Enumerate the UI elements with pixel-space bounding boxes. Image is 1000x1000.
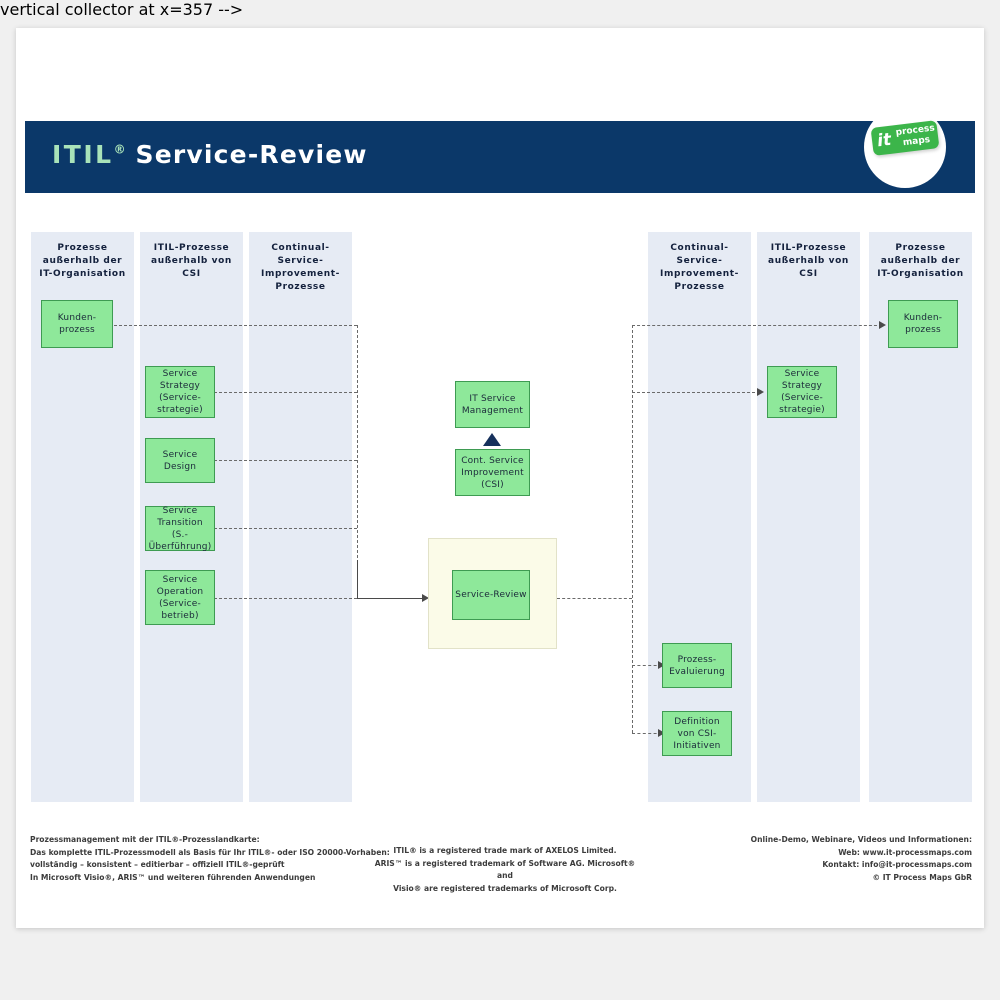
box-definition-csi-initiativen[interactable]: Definition von CSI-Initiativen bbox=[662, 711, 732, 756]
connector-kundenprozess-to-collector bbox=[114, 325, 357, 326]
swimlane-right-csi: Continual-Service-Improvement-Prozesse bbox=[648, 232, 751, 802]
footer-mid-line2: ARIS™ is a registered trademark of Softw… bbox=[374, 858, 636, 881]
footer-right: Online-Demo, Webinare, Videos und Inform… bbox=[700, 834, 972, 884]
footer-mid-line3: Visio® are registered trademarks of Micr… bbox=[393, 883, 617, 893]
arrowhead-definition-csi bbox=[658, 729, 665, 737]
box-cont-service-improvement[interactable]: Cont. Service Improvement (CSI) bbox=[455, 449, 530, 496]
logo-it-text: it bbox=[875, 129, 893, 152]
box-kundenprozess-left[interactable]: Kunden-prozess bbox=[41, 300, 113, 348]
registered-mark-icon: ® bbox=[113, 142, 126, 157]
footer-mid-line1: ITIL® is a registered trade mark of AXEL… bbox=[393, 846, 617, 855]
logo-badge: it process maps bbox=[870, 120, 940, 156]
swimlane-title: Prozesse außerhalb der IT-Organisation bbox=[877, 243, 964, 279]
connector-to-definition-csi bbox=[632, 733, 662, 734]
box-service-design[interactable]: Service Design bbox=[145, 438, 215, 483]
box-service-operation[interactable]: Service Operation (Service-betrieb) bbox=[145, 570, 215, 625]
box-service-strategy-left[interactable]: Service Strategy (Service-strategie) bbox=[145, 366, 215, 418]
page-title-rest: Service-Review bbox=[125, 140, 368, 169]
connector-service-design-to-collector bbox=[214, 460, 357, 461]
footer-left-line2: Das komplette ITIL-Prozessmodell als Bas… bbox=[30, 847, 390, 857]
swimlane-title: Prozesse außerhalb der IT-Organisation bbox=[39, 243, 126, 279]
footer-right-copyright: © IT Process Maps GbR bbox=[872, 872, 972, 882]
connector-to-prozess-evaluierung bbox=[632, 665, 662, 666]
footer-middle: ITIL® is a registered trade mark of AXEL… bbox=[370, 845, 640, 895]
swimlane-title: Continual-Service-Improvement-Prozesse bbox=[660, 243, 739, 292]
connector-into-service-review bbox=[357, 598, 425, 599]
connector-service-transition-to-collector bbox=[214, 528, 357, 529]
page-title: ITIL® Service-Review bbox=[52, 140, 368, 169]
box-service-transition[interactable]: Service Transition (S.-Überführung) bbox=[145, 506, 215, 552]
triangle-up-icon bbox=[483, 433, 501, 446]
footer-right-email[interactable]: Kontakt: info@it-processmaps.com bbox=[822, 860, 972, 869]
logo[interactable]: it process maps bbox=[864, 106, 946, 188]
footer-left-line4: In Microsoft Visio®, ARIS™ und weiteren … bbox=[30, 872, 316, 882]
arrowhead-kundenprozess-right bbox=[879, 321, 886, 329]
swimlane-right-itil-non-csi: ITIL-Prozesse außerhalb von CSI bbox=[757, 232, 860, 802]
connector-service-strategy-to-collector bbox=[214, 392, 357, 393]
swimlane-left-csi: Continual-Service-Improvement-Prozesse bbox=[249, 232, 352, 802]
footer-left-line1: Prozessmanagement mit der ITIL®-Prozessl… bbox=[30, 835, 260, 844]
connector-to-kundenprozess-right bbox=[632, 325, 882, 326]
logo-wordmark: process maps bbox=[895, 123, 937, 150]
header-banner: ITIL® Service-Review bbox=[25, 121, 975, 193]
box-service-strategy-right[interactable]: Service Strategy (Service-strategie) bbox=[767, 366, 837, 418]
footer-right-line1: Online-Demo, Webinare, Videos und Inform… bbox=[750, 835, 972, 844]
connector-service-review-output bbox=[557, 598, 632, 599]
footer-right-web[interactable]: Web: www.it-processmaps.com bbox=[838, 847, 972, 857]
arrowhead-into-service-review bbox=[422, 594, 429, 602]
connector-right-collector-vertical bbox=[632, 325, 633, 733]
swimlane-title: ITIL-Prozesse außerhalb von CSI bbox=[768, 243, 849, 279]
footer-left: Prozessmanagement mit der ITIL®-Prozessl… bbox=[30, 834, 390, 884]
page-title-itil: ITIL bbox=[52, 140, 114, 169]
arrowhead-prozess-evaluierung bbox=[658, 661, 665, 669]
swimlane-title: Continual-Service-Improvement-Prozesse bbox=[261, 243, 340, 292]
box-kundenprozess-right[interactable]: Kunden-prozess bbox=[888, 300, 958, 348]
box-prozess-evaluierung[interactable]: Prozess-Evaluierung bbox=[662, 643, 732, 688]
box-service-review[interactable]: Service-Review bbox=[452, 570, 530, 620]
connector-to-service-strategy-right bbox=[632, 392, 760, 393]
connector-left-collector-vertical bbox=[357, 325, 358, 598]
connector-left-collector-solid bbox=[357, 560, 358, 599]
connector-service-operation-to-collector bbox=[214, 598, 357, 599]
footer-left-line3: vollständig – konsistent – editierbar – … bbox=[30, 860, 285, 869]
box-it-service-management[interactable]: IT Service Management bbox=[455, 381, 530, 428]
swimlane-title: ITIL-Prozesse außerhalb von CSI bbox=[151, 243, 232, 279]
arrowhead-service-strategy-right bbox=[757, 388, 764, 396]
